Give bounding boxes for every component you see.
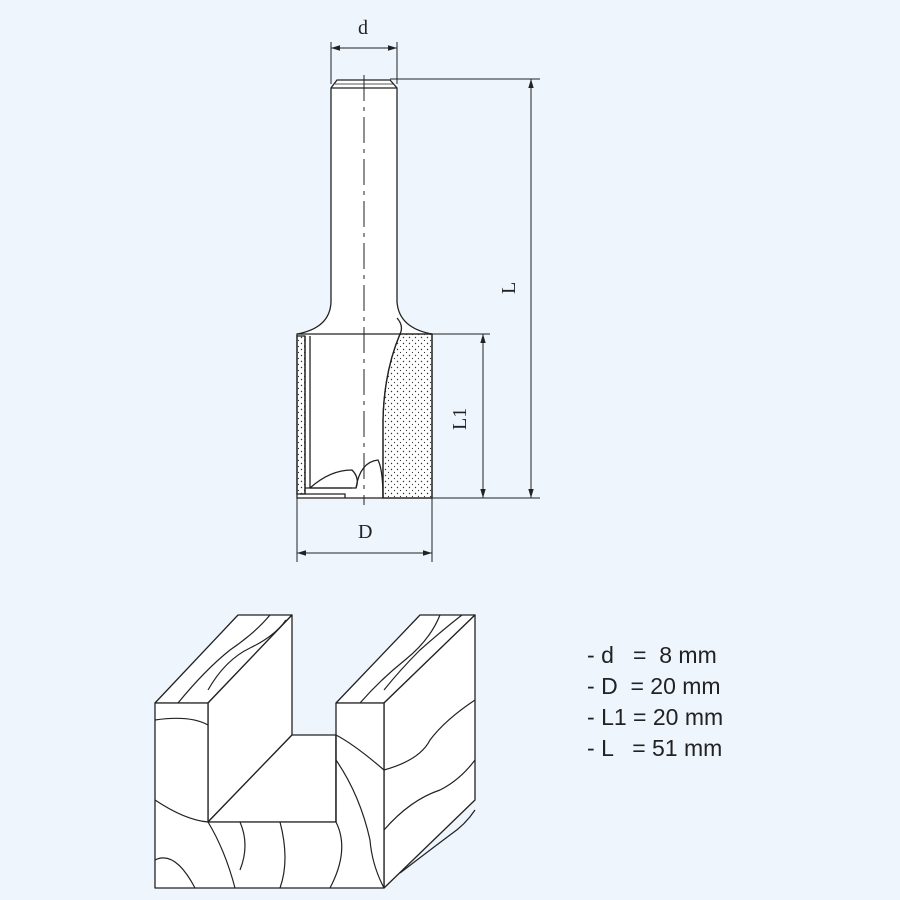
L1-label: L1 <box>449 408 471 430</box>
d-label: d <box>358 17 368 39</box>
spec-gap <box>614 642 633 668</box>
spec-prefix: - <box>587 642 602 668</box>
spec-row-D: - D = 20 mm <box>587 671 723 702</box>
spec-value: = 51 mm <box>632 735 723 761</box>
spec-symbol: d <box>601 642 614 668</box>
spec-gap <box>618 673 631 699</box>
spec-symbol: L1 <box>601 704 627 730</box>
spec-prefix: - <box>587 735 602 761</box>
wood-grain <box>154 614 476 889</box>
spec-gap <box>613 735 632 761</box>
dimension-lines <box>296 42 540 562</box>
D-label: D <box>358 521 372 543</box>
spec-symbol: D <box>601 673 618 699</box>
spec-value: = 20 mm <box>633 704 724 730</box>
left-insert <box>296 335 306 495</box>
wood-block <box>154 614 476 889</box>
spec-prefix: - <box>587 673 602 699</box>
spec-row-L: - L = 51 mm <box>587 733 723 764</box>
spec-value: = 20 mm <box>630 673 721 699</box>
spec-row-L1: - L1 = 20 mm <box>587 702 723 733</box>
spec-list: - d = 8 mm - D = 20 mm - L1 = 20 mm - L … <box>587 640 723 764</box>
L-label: L <box>498 282 520 294</box>
spec-value: = 8 mm <box>633 642 717 668</box>
router-bit <box>296 75 433 505</box>
spec-symbol: L <box>601 735 614 761</box>
spec-prefix: - <box>587 704 602 730</box>
spec-row-d: - d = 8 mm <box>587 640 723 671</box>
